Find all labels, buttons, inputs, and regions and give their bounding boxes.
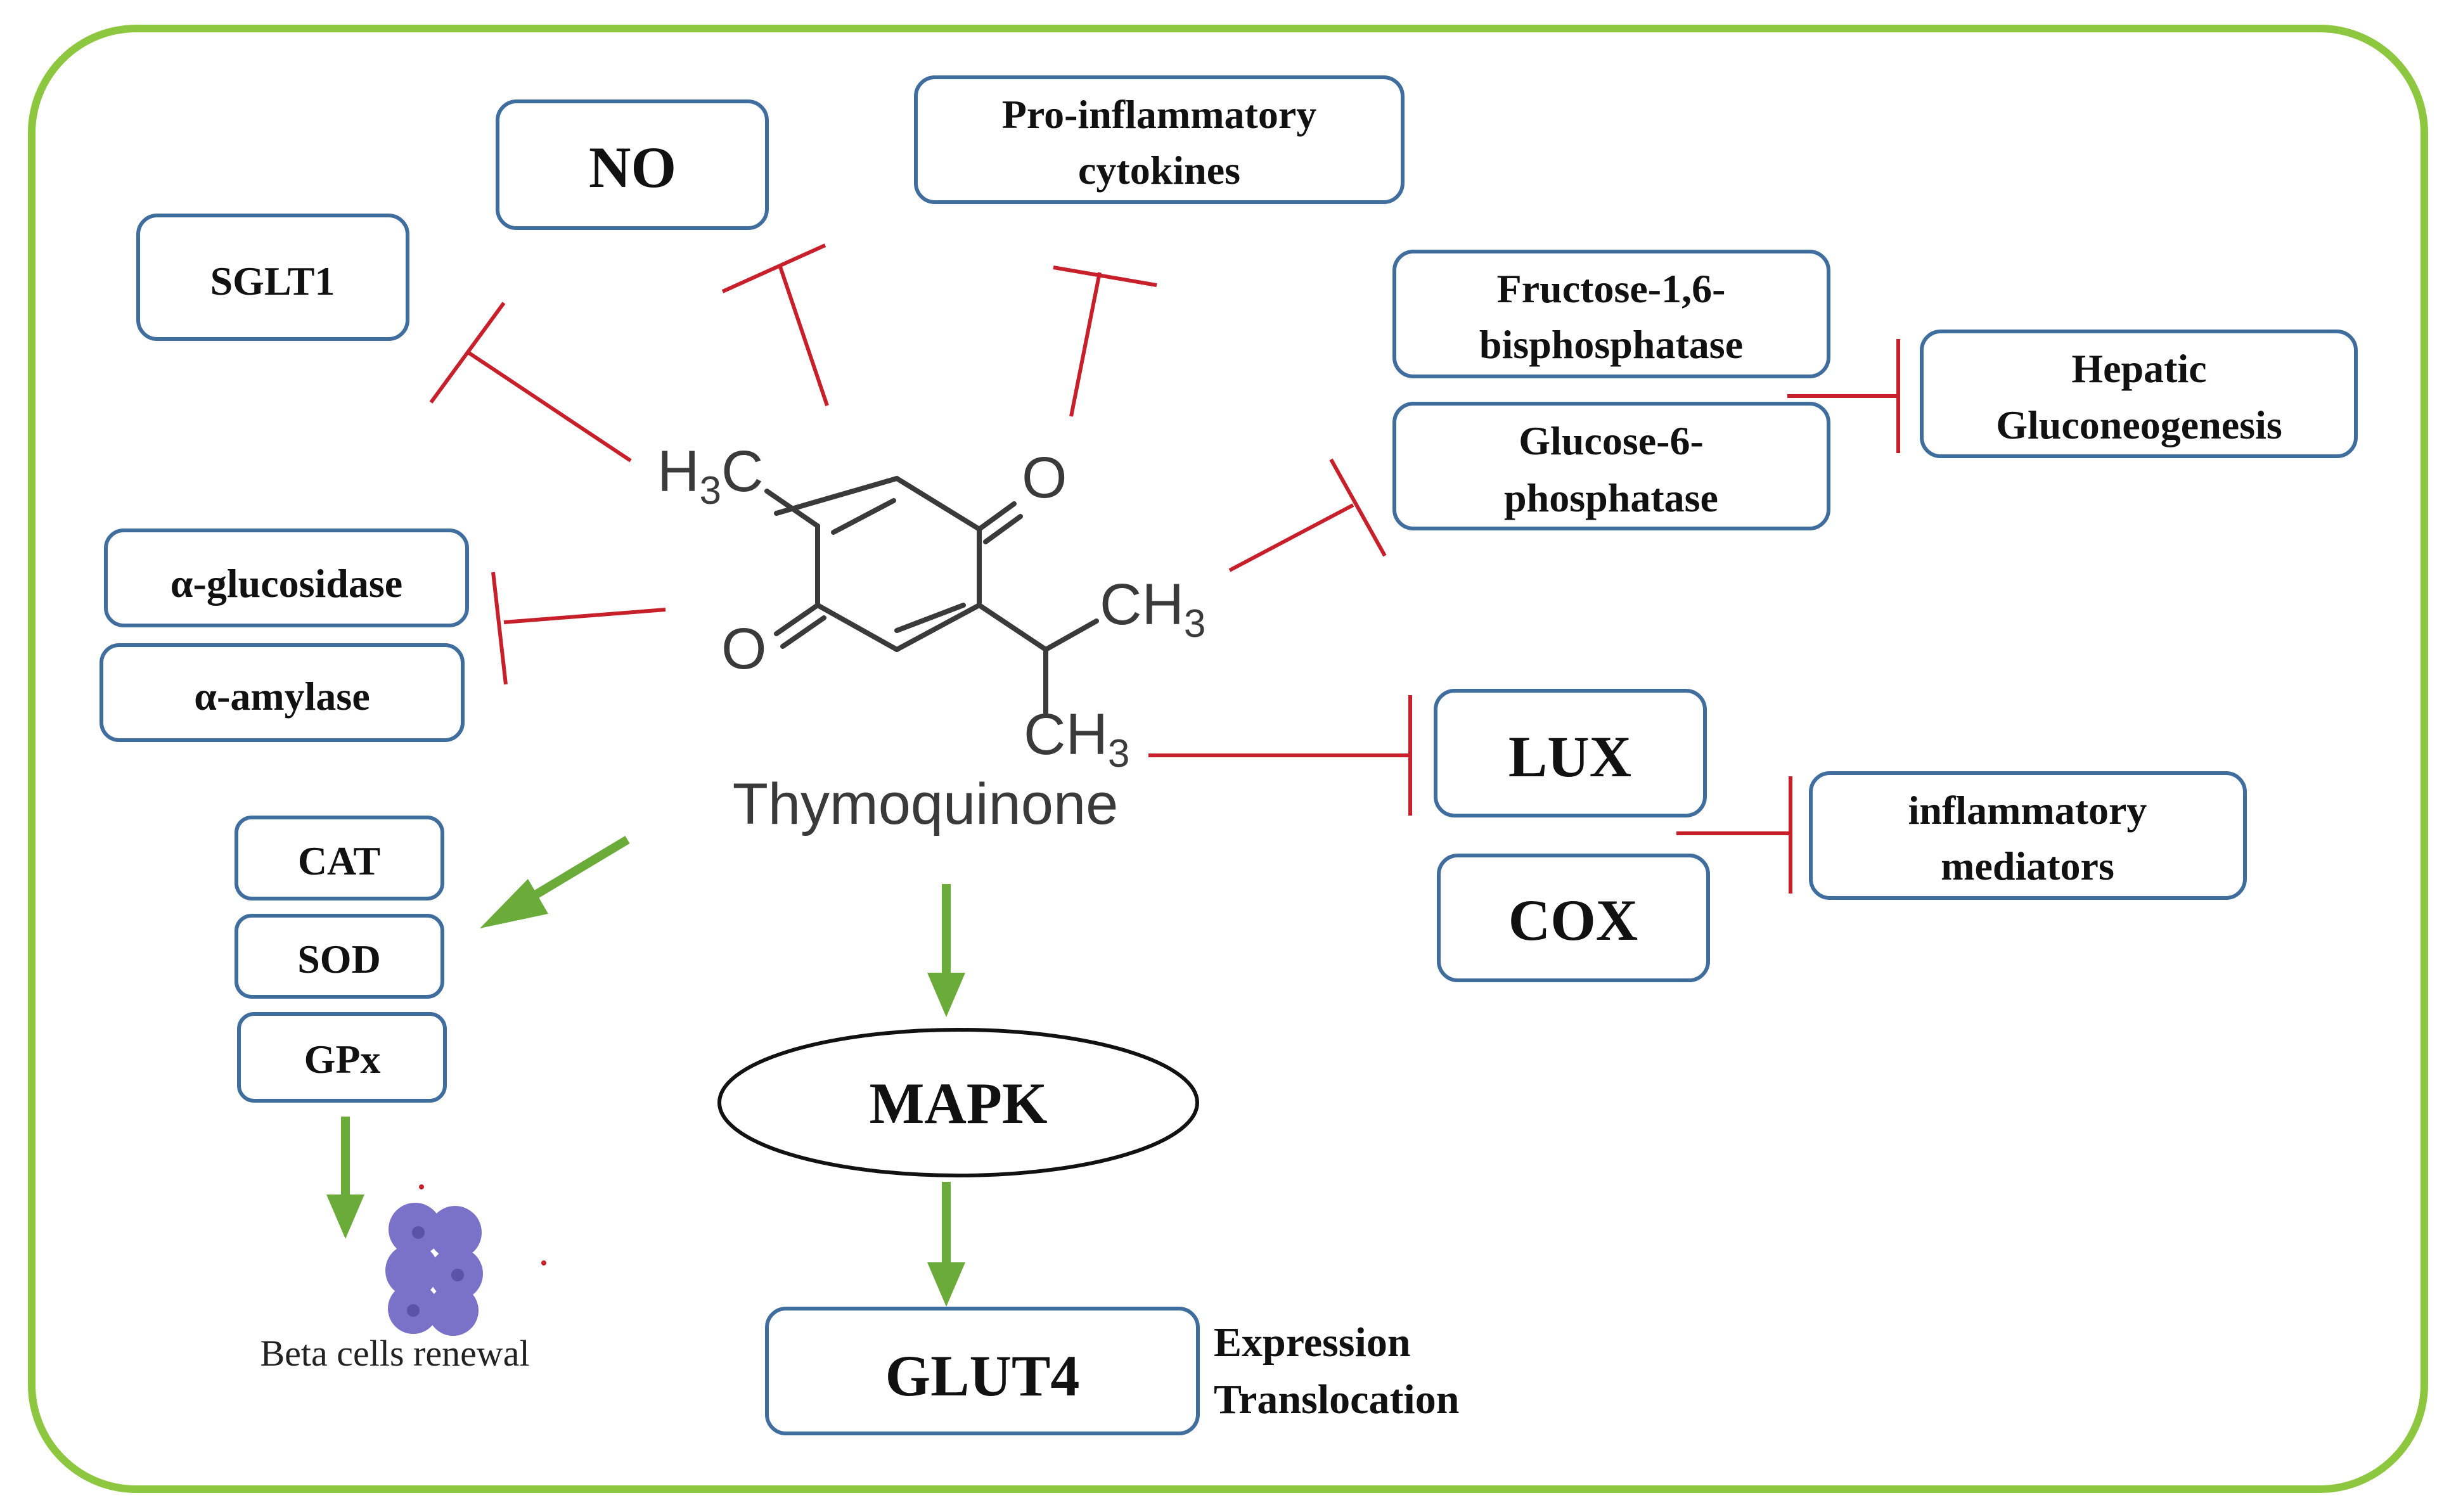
activate-glut4: [927, 1182, 965, 1307]
alpha-amylase-label: α-amylase: [194, 674, 370, 719]
oxygen-top: O: [1022, 445, 1067, 510]
svg-text:H3C: H3C: [657, 439, 763, 513]
cat-label: CAT: [298, 838, 380, 883]
no-label: NO: [589, 135, 676, 200]
activate-mapk: [927, 884, 965, 1017]
sod-label: SOD: [297, 937, 381, 982]
compound-name: Thymoquinone: [733, 772, 1119, 836]
alpha-glucosidase-label: α-glucosidase: [170, 561, 402, 606]
glucose6p-line1: Glucose-6-: [1519, 418, 1704, 463]
svg-text:CH3: CH3: [1100, 572, 1205, 646]
oxygen-bottom: O: [721, 617, 767, 681]
inhibit-phosphatases: [1228, 458, 1387, 572]
svg-text:CH3: CH3: [1024, 702, 1129, 776]
cox-label: COX: [1508, 888, 1638, 952]
methyl-c: C: [721, 439, 763, 504]
thymoquinone-structure: H3C O O CH3 CH3: [657, 439, 1205, 776]
inhibit-no: [721, 243, 829, 406]
sglt1-label: SGLT1: [210, 259, 335, 304]
fructose-line1: Fructose-1,6-: [1497, 266, 1726, 311]
fructose-node: Fructose-1,6- bisphosphatase: [1392, 250, 1830, 378]
no-node: NO: [496, 99, 769, 230]
beta-cells-icon: [385, 1184, 546, 1336]
inhibit-gluconeogenesis: [1787, 339, 1900, 453]
activate-antioxidants: [480, 835, 630, 928]
inhibition-arrows: [429, 243, 1900, 894]
glucose6p-line2: phosphatase: [1504, 475, 1718, 520]
alpha-glucosidase-node: α-glucosidase: [104, 529, 469, 627]
inflammatory-line1: inflammatory: [1908, 788, 2147, 833]
isopropyl-ch-bottom: CH: [1024, 702, 1108, 767]
pro-inflammatory-node: Pro-inflammatory cytokines: [914, 75, 1405, 204]
gpx-label: GPx: [304, 1037, 381, 1082]
activation-arrows: [326, 835, 965, 1307]
beta-cells-label: Beta cells renewal: [260, 1333, 529, 1374]
mapk-label: MAPK: [869, 1071, 1047, 1136]
inhibit-alpha-enzymes: [491, 572, 666, 685]
glut4-effect-translocation: Translocation: [1214, 1376, 1459, 1423]
lux-node: LUX: [1434, 689, 1707, 817]
glut4-label: GLUT4: [885, 1343, 1080, 1408]
gpx-node: GPx: [237, 1012, 447, 1103]
hepatic-node: Hepatic Gluconeogenesis: [1920, 330, 2358, 458]
glucose6p-node: Glucose-6- phosphatase: [1392, 402, 1830, 530]
inhibit-inflammatory-mediators: [1676, 776, 1792, 894]
cat-node: CAT: [235, 816, 444, 900]
pro-inflammatory-line2: cytokines: [1078, 148, 1240, 193]
hepatic-line2: Gluconeogenesis: [1996, 402, 2282, 447]
activate-beta-cells: [326, 1117, 364, 1239]
isopropyl-sub3-bottom: 3: [1108, 732, 1129, 776]
inhibit-cytokines: [1053, 266, 1157, 417]
pro-inflammatory-line1: Pro-inflammatory: [1002, 92, 1316, 137]
sglt1-node: SGLT1: [136, 214, 409, 341]
sod-node: SOD: [235, 914, 444, 999]
inhibit-sglt1: [429, 302, 632, 463]
fructose-line2: bisphosphatase: [1479, 322, 1743, 367]
isopropyl-sub3-top: 3: [1184, 602, 1205, 646]
lux-label: LUX: [1508, 724, 1631, 789]
hepatic-line1: Hepatic: [2071, 346, 2206, 391]
inflammatory-node: inflammatory mediators: [1809, 771, 2247, 900]
alpha-amylase-node: α-amylase: [100, 643, 465, 742]
isopropyl-ch-top: CH: [1100, 572, 1184, 637]
outer-frame: [28, 25, 2428, 1493]
mapk-node: MAPK: [717, 1028, 1199, 1177]
inflammatory-line2: mediators: [1941, 843, 2114, 888]
methyl-sub3: 3: [699, 469, 721, 513]
methyl-h: H: [657, 439, 699, 504]
inhibit-lux: [1148, 695, 1412, 816]
glut4-effect-expression: Expression: [1214, 1319, 1411, 1366]
cox-node: COX: [1437, 854, 1710, 982]
glut4-node: GLUT4: [765, 1307, 1200, 1435]
